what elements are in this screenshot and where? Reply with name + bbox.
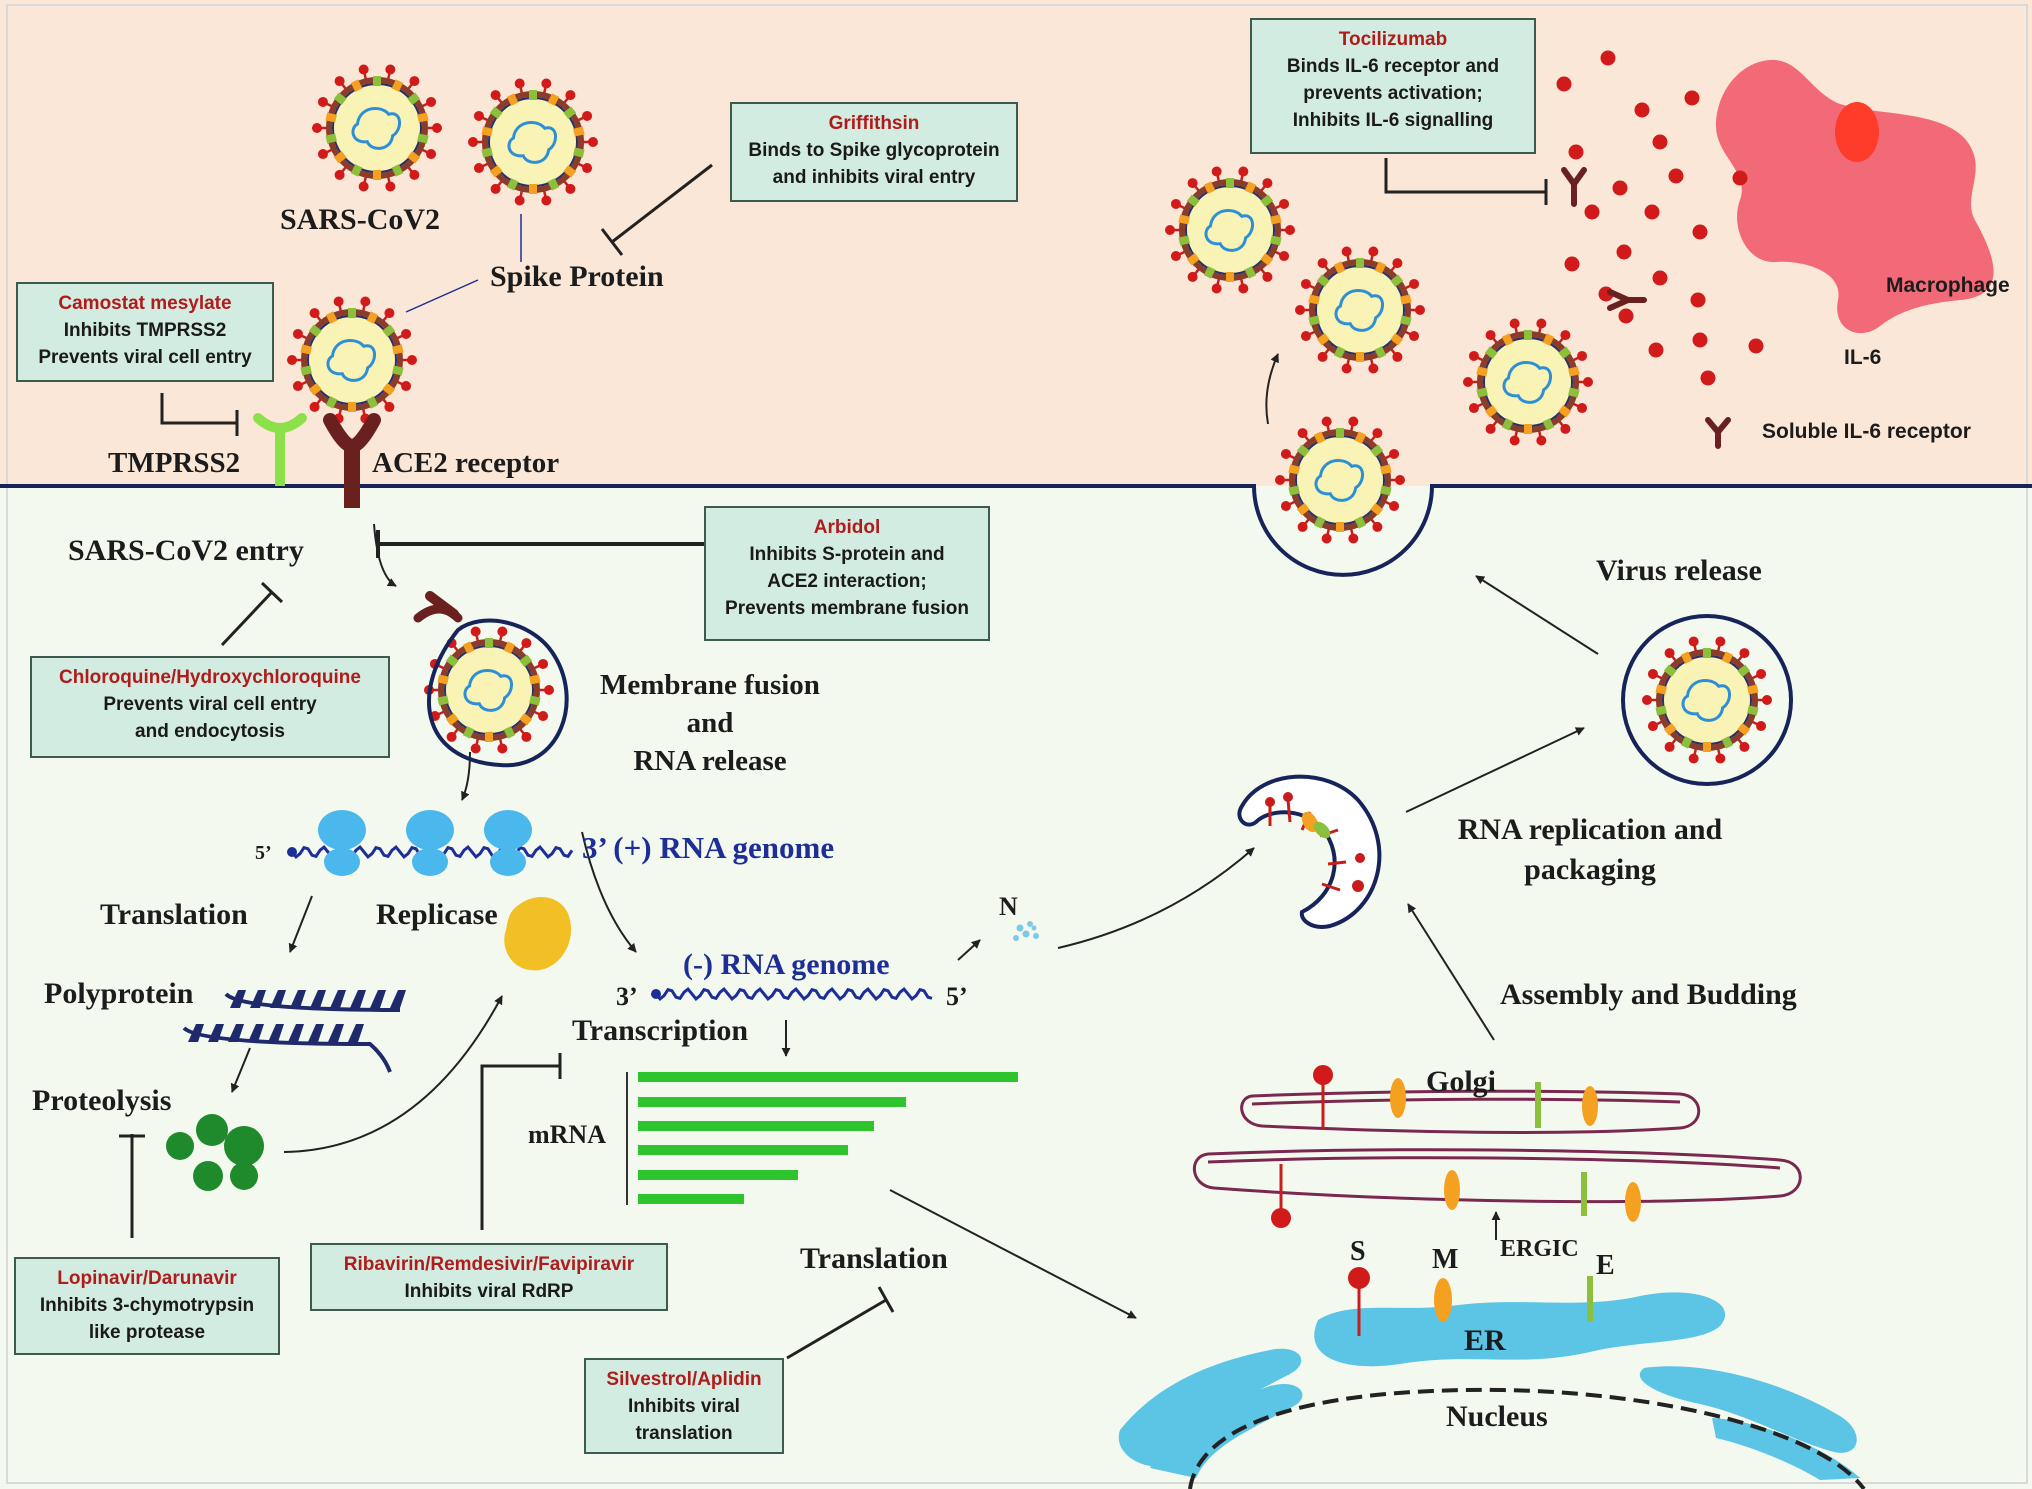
griffithsin-inhibition <box>600 163 713 256</box>
transcription-label: Transcription <box>572 1014 749 1047</box>
virus-release-label: Virus release <box>1596 554 1762 587</box>
er-label: ER <box>1464 1324 1506 1357</box>
camostat-box: Camostat mesylate Inhibits TMPRSS2 Preve… <box>16 282 274 382</box>
virus-entering <box>287 296 417 424</box>
lopinavir-name: Lopinavir/Darunavir <box>57 1268 237 1289</box>
chloroquine-box: Chloroquine/Hydroxychloroquine Prevents … <box>30 656 390 758</box>
tocilizumab-box: Tocilizumab Binds IL-6 receptor and prev… <box>1250 18 1536 154</box>
spike-pointer-line-2 <box>405 279 479 313</box>
macrophage-nucleus <box>1835 102 1879 162</box>
proteolysis-products <box>166 1114 264 1191</box>
macrophage-cell <box>1716 59 1994 334</box>
macrophage-label: Macrophage <box>1886 274 2010 297</box>
chloroquine-name: Chloroquine/Hydroxychloroquine <box>59 667 361 688</box>
nucleus-label: Nucleus <box>1446 1400 1548 1433</box>
arbidol-desc: Inhibits S-protein and ACE2 interaction;… <box>725 544 969 619</box>
m-protein-label: M <box>1432 1244 1459 1275</box>
golgi-proteins <box>1271 1065 1641 1228</box>
extracellular-space <box>0 0 2032 486</box>
endoplasmic-reticulum <box>1118 1292 1860 1480</box>
griffithsin-box: Griffithsin Binds to Spike glycoprotein … <box>730 102 1018 202</box>
griffithsin-desc: Binds to Spike glycoprotein and inhibits… <box>748 140 1000 188</box>
positive-genome-label: 3’ (+) RNA genome <box>582 830 835 865</box>
arbidol-box: Arbidol Inhibits S-protein and ACE2 inte… <box>704 506 990 641</box>
budding-vesicle <box>1237 774 1382 929</box>
tocilizumab-name: Tocilizumab <box>1338 29 1448 50</box>
virus-budding <box>1275 416 1405 544</box>
nucleus-envelope <box>1188 1387 1866 1489</box>
virus-released-4 <box>1642 636 1772 764</box>
spike-protein-label: Spike Protein <box>490 260 664 293</box>
il6-cytokines <box>1556 50 1764 386</box>
golgi <box>1192 1089 1802 1204</box>
er-proteins <box>1348 1267 1593 1336</box>
arbidol-name: Arbidol <box>813 517 881 538</box>
five-prime-minus-label: 5’ <box>946 982 968 1011</box>
polyprotein <box>182 990 406 1073</box>
silvestrol-inhibition <box>786 1286 895 1360</box>
tocilizumab-desc: Binds IL-6 receptor and prevents activat… <box>1286 56 1500 131</box>
ribavirin-box: Ribavirin/Remdesivir/Favipiravir Inhibit… <box>310 1243 668 1311</box>
tocilizumab-inhibition <box>1384 158 1548 205</box>
silvestrol-name: Silvestrol/Aplidin <box>606 1369 762 1390</box>
membrane-fusion-label: Membrane fusion and RNA release <box>600 669 820 777</box>
mrna-transcripts <box>626 1072 1018 1205</box>
chloroquine-inhibition <box>220 581 284 647</box>
tmprss2-label: TMPRSS2 <box>108 447 241 479</box>
tmprss2-receptor <box>253 413 307 486</box>
entry-label: SARS-CoV2 entry <box>68 534 304 567</box>
rna-replication-label: RNA replication and packaging <box>1457 813 1723 886</box>
translation-label: Translation <box>100 898 248 931</box>
mrna-label: mRNA <box>528 1120 606 1149</box>
s-protein-label: S <box>1350 1236 1366 1267</box>
silvestrol-box: Silvestrol/Aplidin Inhibits viral transl… <box>584 1358 784 1454</box>
ribavirin-name: Ribavirin/Remdesivir/Favipiravir <box>343 1254 635 1275</box>
replicase-label: Replicase <box>376 898 498 931</box>
lopinavir-box: Lopinavir/Darunavir Inhibits 3-chymotryp… <box>14 1257 280 1355</box>
camostat-inhibition <box>160 393 239 436</box>
chloroquine-desc: Prevents viral cell entry and endocytosi… <box>103 694 317 742</box>
lopinavir-inhibition <box>119 1134 145 1238</box>
n-label: N <box>999 892 1018 921</box>
virus-top-right <box>468 78 598 206</box>
negative-rna-genome <box>651 986 933 1002</box>
proteolysis-label: Proteolysis <box>32 1084 172 1117</box>
five-prime-label: 5’ <box>255 842 272 864</box>
assembly-label: Assembly and Budding <box>1500 978 1797 1011</box>
n-protein <box>1013 921 1039 941</box>
released-virus-envelope <box>1621 614 1793 786</box>
ergic-label: ERGIC <box>1500 1236 1579 1262</box>
replicase-enzyme <box>504 897 572 971</box>
ribavirin-desc: Inhibits viral RdRP <box>404 1281 574 1302</box>
camostat-name: Camostat mesylate <box>58 293 232 314</box>
virus-top-left <box>312 64 442 192</box>
virus-released-1 <box>1165 166 1295 294</box>
griffithsin-name: Griffithsin <box>828 113 920 134</box>
cell-membrane <box>0 484 2032 577</box>
translation2-label: Translation <box>800 1242 948 1275</box>
virus-released-2 <box>1295 246 1425 374</box>
ace2-label: ACE2 receptor <box>372 447 560 479</box>
three-prime-label: 3’ <box>616 982 638 1011</box>
negative-genome-label: (-) RNA genome <box>683 948 890 981</box>
sars-cov2-label: SARS-CoV2 <box>280 203 441 236</box>
soluble-il6-receptors <box>1561 167 1731 449</box>
outer-frame <box>6 4 2028 1484</box>
positive-rna-genome <box>287 810 574 876</box>
polyprotein-label: Polyprotein <box>44 977 194 1010</box>
il6-label: IL-6 <box>1844 346 1882 369</box>
pathway-arrows <box>230 353 1599 1319</box>
ribavirin-inhibition <box>480 1053 562 1230</box>
endosome <box>413 591 569 768</box>
e-protein-label: E <box>1596 1250 1615 1281</box>
camostat-desc: Inhibits TMPRSS2 Prevents viral cell ent… <box>38 320 252 368</box>
soluble-il6-label: Soluble IL-6 receptor <box>1762 420 1971 443</box>
ace2-receptor <box>323 413 381 508</box>
silvestrol-desc: Inhibits viral translation <box>628 1396 740 1444</box>
virus-released-3 <box>1463 318 1593 446</box>
golgi-label: Golgi <box>1426 1065 1497 1098</box>
lopinavir-desc: Inhibits 3-chymotrypsin like protease <box>39 1295 255 1343</box>
